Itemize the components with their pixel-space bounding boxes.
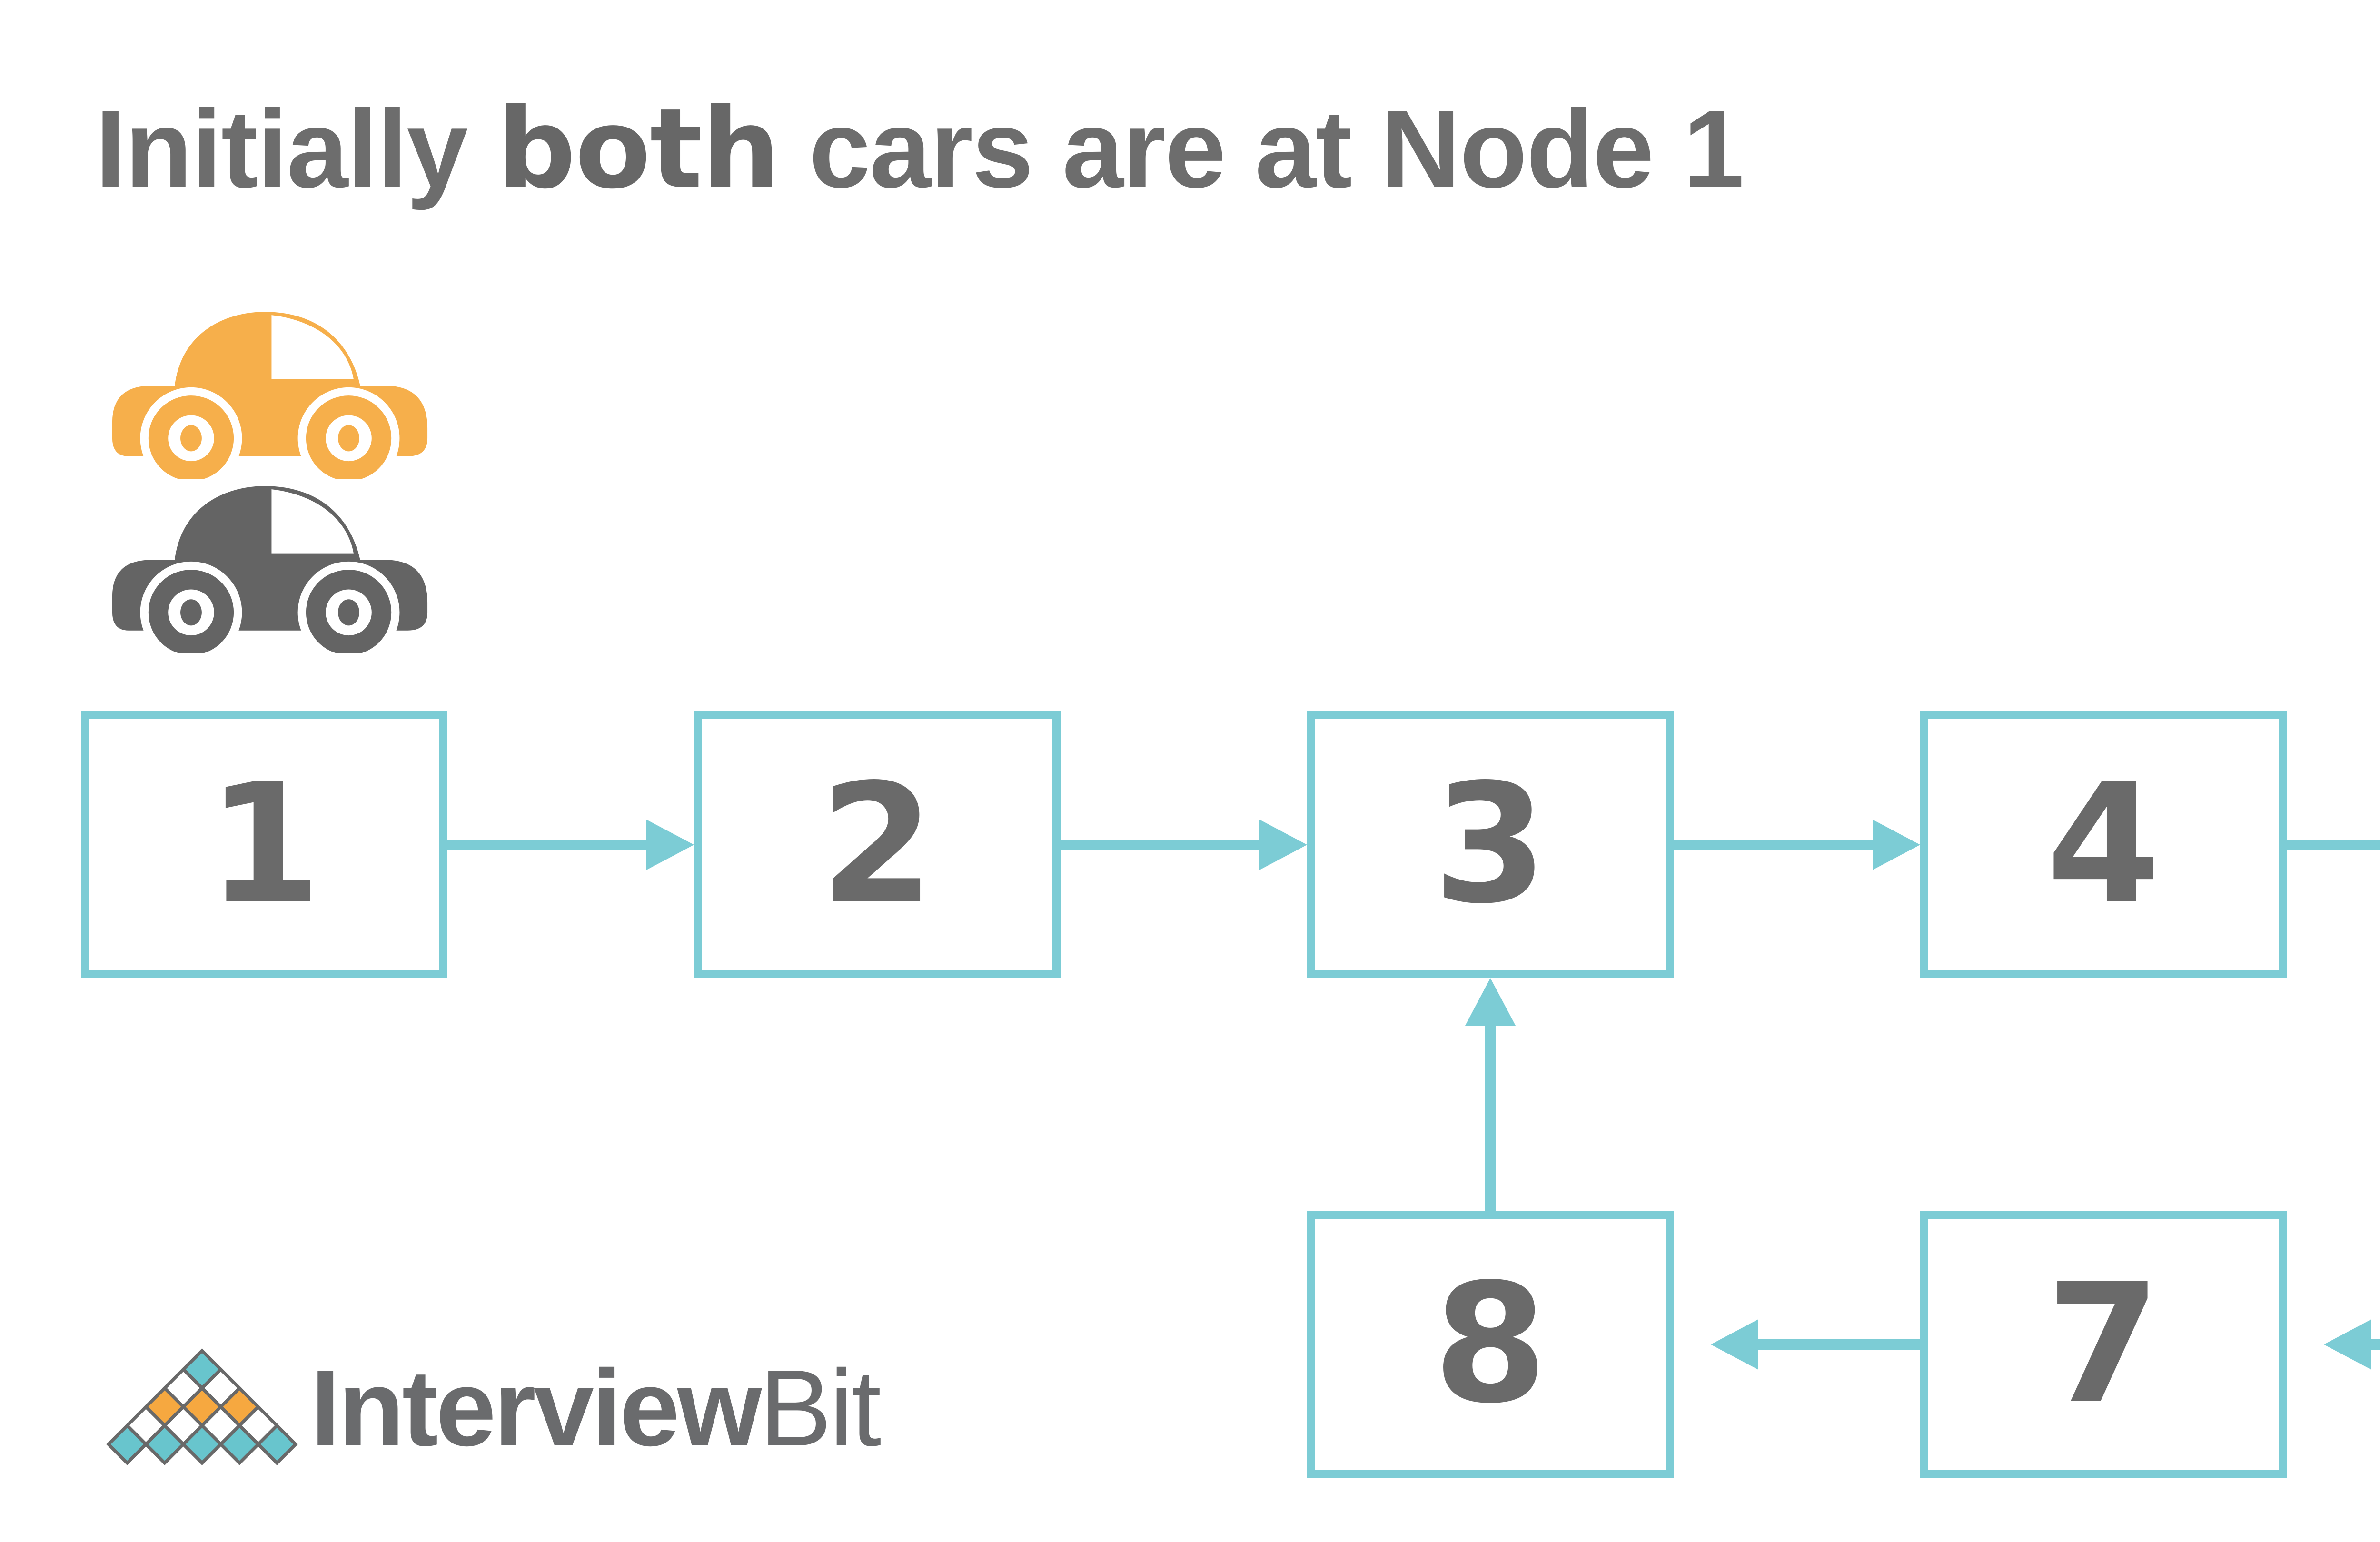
node-3-label: 3 bbox=[1433, 749, 1548, 940]
node-7-label: 7 bbox=[2046, 1249, 2161, 1440]
page-title: Initially both cars are at Node 1 bbox=[95, 85, 1745, 213]
yellow-car-icon bbox=[112, 312, 428, 479]
brand-wordmark: InterviewBit bbox=[310, 1354, 881, 1463]
arrow-right-icon bbox=[1873, 820, 1920, 870]
brand-secondary: Bit bbox=[759, 1348, 881, 1469]
arrow-7-8-shaft bbox=[1758, 1339, 1920, 1350]
node-1-label: 1 bbox=[207, 749, 322, 940]
title-bold-word: both bbox=[496, 85, 781, 213]
node-7: 7 bbox=[1920, 1211, 2287, 1478]
node-4: 4 bbox=[1920, 711, 2287, 978]
title-prefix: Initially bbox=[95, 88, 497, 211]
node-8-label: 8 bbox=[1433, 1249, 1548, 1440]
arrow-up-icon bbox=[1465, 978, 1516, 1026]
arrow-3-4-shaft bbox=[1674, 840, 1873, 850]
title-suffix: cars are at Node 1 bbox=[779, 88, 1745, 211]
node-1: 1 bbox=[81, 711, 447, 978]
arrow-right-icon bbox=[1259, 820, 1307, 870]
arrow-1-2-shaft bbox=[447, 840, 646, 850]
node-8: 8 bbox=[1307, 1211, 1674, 1478]
arrow-8-3-shaft bbox=[1485, 1026, 1496, 1211]
node-4-label: 4 bbox=[2046, 749, 2161, 940]
arrow-4-5-shaft bbox=[2287, 840, 2380, 850]
arrow-left-icon bbox=[1711, 1319, 1758, 1370]
brand-primary: Interview bbox=[310, 1348, 762, 1469]
arrow-right-icon bbox=[646, 820, 694, 870]
node-2: 2 bbox=[694, 711, 1061, 978]
pyramid-logo-icon bbox=[106, 1348, 298, 1465]
node-2-label: 2 bbox=[820, 749, 935, 940]
arrow-left-icon bbox=[2324, 1319, 2371, 1370]
arrow-6-7-shaft bbox=[2371, 1339, 2380, 1350]
gray-car-icon bbox=[112, 486, 428, 653]
arrow-2-3-shaft bbox=[1061, 840, 1259, 850]
node-3: 3 bbox=[1307, 711, 1674, 978]
